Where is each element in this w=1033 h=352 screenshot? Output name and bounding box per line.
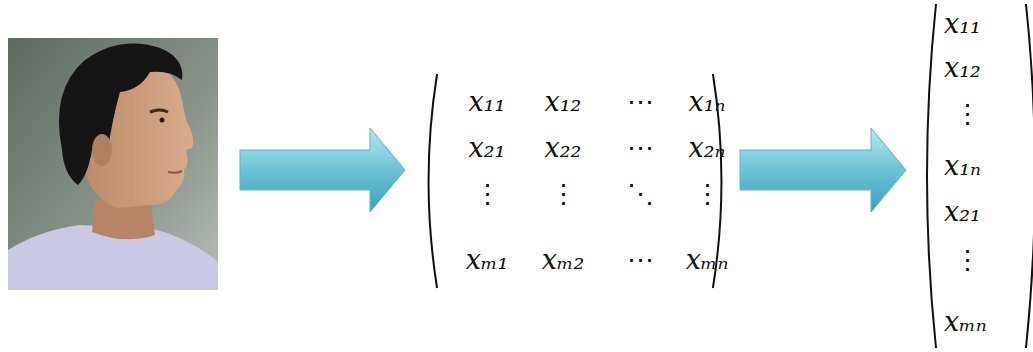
matrix-entry: xₘ₁ xyxy=(466,246,509,273)
matrix-entry: x₁₁ xyxy=(944,10,981,37)
matrix-entry: x₁₂ xyxy=(944,54,981,81)
matrix-entry: x₁ₙ xyxy=(944,152,981,179)
ellipsis: ⋯ xyxy=(627,134,654,161)
matrix-entry: xₘ₂ xyxy=(542,246,585,273)
matrix-entry: x₂₁ xyxy=(944,198,981,225)
matrix-entry: x₁ₙ xyxy=(689,88,726,115)
ellipsis: ⋯ xyxy=(627,88,654,115)
ellipsis: ⋮ xyxy=(694,180,721,207)
face-photo xyxy=(8,38,218,290)
matrix-entry: x₂₁ xyxy=(469,134,506,161)
block-arrow xyxy=(740,128,906,212)
block-arrow xyxy=(240,128,405,212)
ellipsis: ⋮ xyxy=(474,180,501,207)
matrix-box: x₁₁ x₁₂ ⋯ x₁ₙ x₂₁ x₂₂ ⋯ x₂ₙ ⋮ ⋮ ⋱ ⋮ xₘ₁ xₘ₂ ⋯ xₘₙ xyxy=(418,72,732,290)
matrix-entry: x₁₂ xyxy=(545,88,582,115)
matrix-entry: x₂ₙ xyxy=(689,134,726,161)
vector-box: x₁₁ x₁₂ ⋮ x₁ₙ x₂₁ ⋮ xₘₙ xyxy=(916,2,1033,350)
matrix-entry: xₘₙ xyxy=(686,246,729,273)
matrix-entry: x₂₂ xyxy=(545,134,582,161)
ellipsis: ⋮ xyxy=(550,180,577,207)
ellipsis: ⋮ xyxy=(954,100,981,127)
ellipsis: ⋱ xyxy=(627,180,654,207)
ellipsis: ⋯ xyxy=(627,246,654,273)
ellipsis: ⋮ xyxy=(954,246,981,273)
matrix-entry: x₁₁ xyxy=(469,88,506,115)
matrix-entry: xₘₙ xyxy=(944,308,987,335)
